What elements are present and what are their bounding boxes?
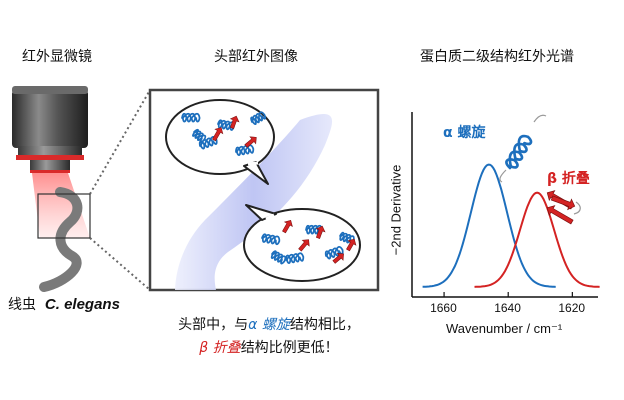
zoom-line-bottom [89, 237, 151, 291]
conclusion-alpha: α 螺旋 [248, 317, 290, 333]
worm-species-name: C. elegans [44, 296, 120, 313]
spectrum-chart [411, 112, 600, 298]
worm-head-tissue [175, 114, 333, 290]
helix-icon [499, 114, 547, 183]
bubble2-strand [315, 225, 326, 239]
conclusion-part-2: 结构相比， [289, 317, 360, 333]
bubble1-helix [235, 144, 255, 156]
sheet-strand-1 [546, 205, 574, 225]
y-axis-label: −2nd Derivative [388, 164, 404, 256]
alpha-helix-curve [422, 163, 556, 288]
bubble2-strand [332, 253, 344, 264]
worm-label: 线虫 C. elegans [8, 294, 120, 314]
worm-illustration [37, 187, 91, 292]
x-tick-label-1620: 1620 [558, 301, 586, 315]
bubble-protein-mix-top [181, 111, 267, 156]
bubble2-helix [285, 252, 305, 264]
bubble1-helix [192, 128, 207, 144]
microscope-title: 红外显微镜 [22, 49, 92, 65]
bubble2-helix [324, 245, 344, 260]
bubble1-helix [181, 112, 201, 123]
x-axis-label: Wavenumber / cm⁻¹ [446, 321, 563, 336]
bubble2-helix [270, 250, 287, 265]
x-tick-marks [443, 292, 573, 297]
bubble1-helix [250, 111, 267, 126]
conclusion-text: 头部中，与α 螺旋结构相比， β 折叠结构比例更低！ [150, 314, 388, 360]
bubble2-strand [282, 219, 293, 234]
bubble2-strand [298, 239, 310, 252]
worm-label-prefix: 线虫 [8, 297, 36, 313]
x-tick-label-1660: 1660 [430, 301, 457, 315]
beta-sheet-icon [546, 190, 581, 225]
conclusion-part-3: 结构比例更低！ [240, 340, 339, 356]
conclusion-beta: β 折叠 [199, 340, 241, 356]
spectrum-title: 蛋白质二级结构红外光谱 [420, 49, 574, 65]
conclusion-part-1: 头部中，与 [178, 317, 249, 333]
beta-sheet-curve [474, 191, 600, 288]
bubble1-strand [229, 115, 240, 129]
beta-peak-label: β 折叠 [547, 171, 590, 187]
alpha-peak-label: α 螺旋 [443, 125, 486, 141]
head-image-title: 头部红外图像 [214, 49, 298, 65]
bubble2-helix [339, 231, 355, 245]
bubble1-strand [212, 127, 224, 142]
bubble2-helix [261, 233, 281, 246]
bubble-protein-mix-bottom [261, 219, 357, 265]
sheet-strand-3 [550, 195, 576, 211]
bubble2-strand [346, 238, 357, 252]
head-image-panel [148, 88, 380, 292]
bubble1-strand [244, 136, 257, 148]
x-tick-label-1640: 1640 [494, 301, 521, 315]
zoom-line-top [89, 89, 151, 195]
helix-icon-coil [505, 134, 533, 170]
